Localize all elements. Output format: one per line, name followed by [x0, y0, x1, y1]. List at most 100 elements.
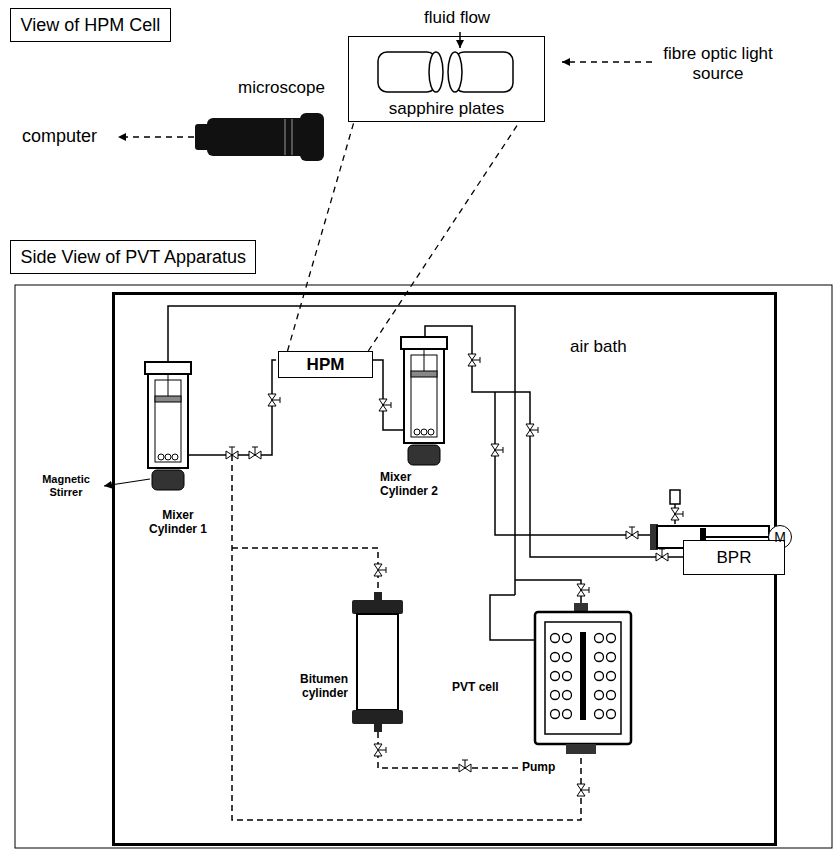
hpm-box: HPM — [278, 351, 373, 378]
window-hole — [595, 710, 604, 719]
heading-box: Side View of PVT Apparatus — [10, 240, 256, 274]
valves — [656, 549, 668, 561]
signal-arrow — [118, 136, 194, 138]
sapphire-plate-figure — [378, 52, 436, 92]
illustration — [401, 337, 447, 465]
window-hole — [595, 634, 604, 643]
window-hole — [607, 691, 616, 700]
window-hole — [563, 672, 572, 681]
window-hole — [551, 672, 560, 681]
view-link — [368, 122, 519, 351]
part-label: computer — [22, 126, 97, 148]
window-hole — [595, 691, 604, 700]
sapphire-plate-figure — [378, 52, 513, 92]
node-text: Side View of PVT Apparatus — [21, 247, 246, 268]
pipe — [490, 595, 535, 640]
node-text: BPR — [717, 548, 752, 568]
valves — [577, 784, 589, 796]
sight-window — [551, 634, 616, 719]
window-hole — [595, 672, 604, 681]
bitumen-cylinder-figure — [352, 710, 403, 724]
bitumen-cylinder-figure — [352, 592, 403, 732]
microscope-figure — [207, 118, 307, 156]
part-label: Bitumen cylinder — [270, 672, 348, 701]
window-hole — [607, 672, 616, 681]
valves — [374, 744, 386, 756]
microscope-figure — [300, 113, 324, 161]
valves — [459, 760, 471, 772]
node-text: HPM — [307, 355, 345, 375]
bpr-box: BPR — [683, 540, 785, 575]
outer-frame — [15, 285, 832, 848]
valves — [226, 447, 238, 459]
part-label: Pump — [522, 760, 555, 774]
dashed-pipe — [232, 548, 378, 592]
bitumen-cylinder-figure — [374, 724, 382, 732]
sapphire-plate-figure — [448, 52, 462, 92]
view-link — [288, 122, 354, 351]
node-text: M — [774, 529, 786, 545]
sapphire-plate-figure — [455, 52, 513, 92]
valves — [491, 444, 503, 456]
pvt-cell-figure — [545, 622, 621, 734]
window-hole — [607, 710, 616, 719]
part-label: Mixer Cylinder 1 — [138, 508, 218, 537]
window-hole — [551, 634, 560, 643]
displacement-pump-figure — [706, 536, 768, 538]
node-text: sapphire plates — [389, 99, 504, 119]
dashed-pipe — [232, 455, 581, 820]
valves — [671, 508, 683, 520]
dashed-pipe — [232, 455, 581, 820]
pipe — [188, 360, 276, 455]
bitumen-cylinder-figure — [357, 614, 398, 710]
valves — [374, 564, 386, 576]
window-hole — [595, 653, 604, 662]
window-hole — [607, 653, 616, 662]
pipe — [425, 326, 684, 557]
pipe — [168, 306, 515, 595]
window-hole — [563, 634, 572, 643]
pvt-cell-figure — [580, 632, 586, 720]
microscope-figure — [291, 119, 293, 155]
valves — [379, 399, 391, 411]
part-label: microscope — [238, 78, 325, 98]
pipe — [515, 580, 581, 603]
pvt-cell-figure — [535, 603, 631, 754]
part-label: Mixer Cylinder 2 — [380, 470, 456, 499]
window-hole — [551, 710, 560, 719]
valves — [468, 354, 480, 366]
microscope-figure — [284, 119, 286, 155]
part-label: Magnetic Stirrer — [30, 473, 102, 499]
leader-line — [104, 479, 150, 486]
pvt-cell-figure — [566, 744, 596, 754]
hpm-cell-box: sapphire plates — [348, 36, 545, 122]
pvt-cell-figure — [535, 612, 631, 744]
valves — [577, 584, 589, 596]
part-label: fibre optic light source — [658, 44, 778, 85]
flow-arrow — [459, 32, 461, 48]
valves — [526, 424, 538, 436]
window-hole — [563, 691, 572, 700]
displacement-pump-figure — [670, 490, 680, 504]
valves — [626, 527, 638, 539]
valves — [226, 354, 683, 796]
window-hole — [551, 653, 560, 662]
air-bath-frame: HPM air bath — [112, 292, 777, 846]
microscope-figure — [195, 113, 324, 161]
pipe — [495, 392, 652, 535]
dashed-pipe — [378, 732, 518, 768]
pipe — [168, 306, 684, 640]
heading-box: View of HPM Cell — [10, 8, 171, 42]
window-hole — [607, 634, 616, 643]
node-text: air bath — [570, 337, 627, 357]
node-text: View of HPM Cell — [21, 15, 161, 36]
window-hole — [551, 691, 560, 700]
part-label: PVT cell — [452, 680, 499, 694]
pipe — [369, 360, 404, 430]
sapphire-plate-figure — [429, 52, 443, 92]
window-hole — [563, 653, 572, 662]
